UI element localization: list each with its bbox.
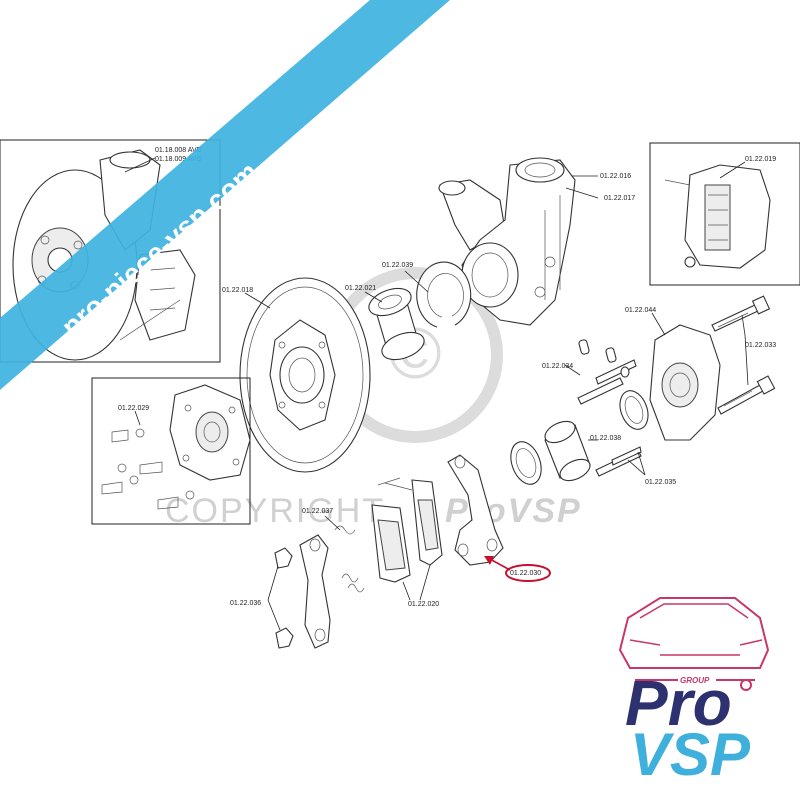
inset-frame-right [649,142,800,286]
inset-wheel-hub: 01.22.029 [91,377,251,525]
banner-stripe [0,0,450,390]
logo-hex-icon [740,679,752,691]
inset-frame-hub [91,377,251,525]
inset-frame [0,139,221,363]
label-01-22-034: 01.22.034 [542,363,573,370]
part-piston: 01.22.038 [510,420,621,485]
label-01-22-030: 01.22.030 [510,570,541,577]
label-01-22-037: 01.22.037 [302,508,333,515]
part-caliper-body: 01.22.044 [625,307,721,441]
part-long-bolts: 01.22.033 [711,295,776,415]
label-01-22-021: 01.22.021 [345,285,376,292]
label-01-22-035: 01.22.035 [645,479,676,486]
part-springs: 01.22.037 [302,508,365,593]
label-01-18-009: 01.18.009 AVG [155,156,202,163]
logo-car-outline [618,597,770,669]
inset-caliper-assembly: 01.22.019 [649,142,800,286]
part-steering-knuckle: 01.22.016 01.22.017 [438,157,635,326]
logo-group-text: GROUP [680,676,710,685]
knuckle-top-bore [515,157,565,183]
label-01-22-039: 01.22.039 [382,262,413,269]
label-01-18-008: 01.18.008 AVD [155,147,202,154]
part-caliper-bracket: 01.22.030 [447,454,551,582]
part-bearing: 01.22.021 [345,285,425,361]
label-01-22-020: 01.22.020 [408,601,439,608]
label-01-22-033: 01.22.033 [745,342,776,349]
highlight-ring [505,564,551,582]
label-01-22-044: 01.22.044 [625,307,656,314]
part-seal-ring [619,390,649,430]
label-01-22-038: 01.22.038 [590,435,621,442]
part-circlip: 01.22.039 [382,261,472,328]
watermark-brand-text: ProVSP [445,492,582,530]
part-brake-disc: 01.22.018 [222,277,371,473]
label-01-22-029: 01.22.029 [118,405,149,412]
logo-pro-text: Pro [625,667,732,739]
label-01-22-036: 01.22.036 [230,600,261,607]
label-01-22-016: 01.22.016 [600,173,631,180]
inset-caliper [134,249,196,341]
logo-vsp-text: VSP [630,721,751,788]
label-01-22-018: 01.22.018 [222,287,253,294]
label-01-22-017: 01.22.017 [604,195,635,202]
part-bracket-plate: 01.22.036 [230,534,331,649]
label-01-22-019: 01.22.019 [745,156,776,163]
part-slide-pins: 01.22.035 [595,446,676,486]
provsp-logo: GROUP Pro VSP [618,597,770,788]
part-brake-pads: 01.22.020 [371,477,443,608]
part-pins: 01.22.034 [542,339,637,405]
